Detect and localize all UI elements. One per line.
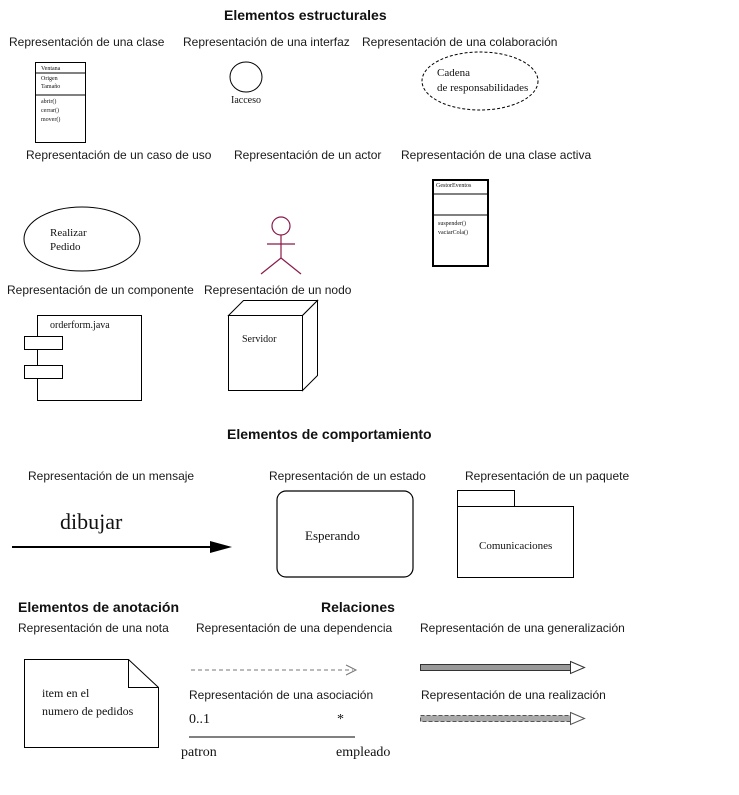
relations-heading: Relaciones (321, 599, 395, 615)
association-line (189, 736, 355, 738)
class-box-shape (35, 62, 86, 143)
state-caption: Representación de un estado (269, 469, 426, 483)
generalization-arrow (420, 660, 586, 675)
node-caption: Representación de un nodo (204, 283, 352, 297)
interface-circle (229, 61, 263, 93)
package-label: Comunicaciones (479, 540, 553, 552)
class-name: Ventana (41, 66, 61, 72)
use-case-line-1: Realizar (50, 227, 87, 239)
note-shape (24, 659, 159, 748)
annotation-heading: Elementos de anotación (18, 599, 180, 615)
note-caption: Representación de una nota (18, 621, 169, 635)
class-caption: Representación de una clase (9, 35, 165, 49)
package-caption: Representación de un paquete (465, 469, 630, 483)
state-label: Esperando (305, 528, 360, 543)
component-caption: Representación de un componente (7, 283, 194, 297)
class-operation-3: mover() (41, 117, 61, 123)
association-right-multiplicity: * (337, 712, 344, 727)
class-operation-2: cerrar() (41, 108, 59, 114)
collaboration-ellipse (421, 51, 539, 111)
message-caption: Representación de un mensaje (28, 469, 195, 483)
package-shape (457, 490, 574, 578)
use-case-line-2: Pedido (50, 241, 81, 253)
message-arrow (12, 541, 232, 553)
note-line-1: item en el (42, 686, 90, 700)
class-attribute-2: Tamaño (41, 84, 61, 90)
use-case-caption: Representación de un caso de uso (26, 148, 212, 162)
active-class-operation-1: suspender() (438, 221, 466, 227)
association-caption: Representación de una asociación (189, 688, 374, 702)
node-cube (227, 299, 319, 392)
dependency-arrow (191, 664, 358, 676)
collaboration-line-1: Cadena (437, 67, 470, 79)
behavioral-heading: Elementos de comportamiento (227, 426, 432, 442)
collaboration-line-2: de responsabilidades (437, 82, 529, 94)
actor-caption: Representación de un actor (234, 148, 382, 162)
node-label: Servidor (242, 334, 277, 345)
component-shape (24, 315, 142, 401)
association-left-role: patron (181, 745, 217, 760)
interface-label: Iacceso (231, 95, 261, 106)
class-attribute-1: Origen (41, 76, 58, 82)
state-shape (276, 490, 414, 578)
message-label: dibujar (60, 509, 123, 534)
generalization-caption: Representación de una generalización (420, 621, 625, 635)
realization-caption: Representación de una realización (421, 688, 606, 702)
interface-caption: Representación de una interfaz (183, 35, 350, 49)
use-case-ellipse (23, 206, 141, 272)
active-class-shape (432, 179, 489, 267)
realization-arrow (420, 711, 586, 726)
association-right-role: empleado (336, 745, 391, 760)
active-class-operation-2: vaciarCola() (438, 230, 468, 236)
component-label: orderform.java (50, 320, 110, 331)
association-left-multiplicity: 0..1 (189, 712, 210, 727)
class-operation-1: abrir() (41, 99, 57, 105)
collaboration-caption: Representación de una colaboración (362, 35, 558, 49)
active-class-caption: Representación de una clase activa (401, 148, 592, 162)
structural-heading: Elementos estructurales (224, 7, 387, 23)
actor-figure (260, 216, 302, 275)
active-class-name: GestorEventos (436, 183, 472, 189)
note-line-2: numero de pedidos (42, 704, 134, 718)
dependency-caption: Representación de una dependencia (196, 621, 393, 635)
